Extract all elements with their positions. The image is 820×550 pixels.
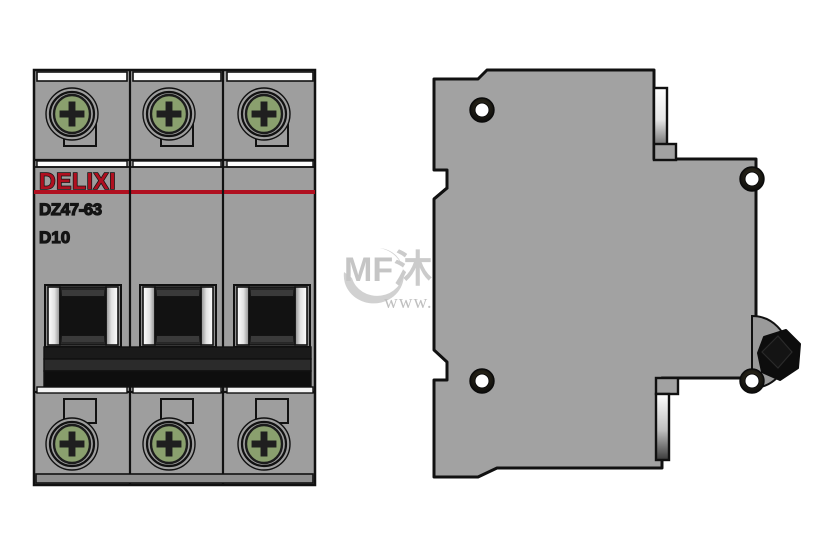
phillips-cross-icon — [58, 430, 86, 458]
watermark-logo-text: MF — [344, 251, 393, 289]
toggle-crossbar — [43, 346, 312, 388]
top-white-strips — [36, 71, 314, 82]
din-rail-notch — [433, 170, 449, 201]
brand-band — [36, 168, 313, 191]
mounting-hole-bottom-left — [469, 368, 495, 394]
mounting-hole-top-left — [469, 97, 495, 123]
phillips-cross-icon — [155, 430, 183, 458]
terminal-screw-bottom-1 — [45, 398, 99, 471]
front-bottom-strip — [35, 473, 314, 484]
terminal-screw-bottom-3 — [237, 398, 291, 471]
mounting-hole-top-right — [739, 166, 765, 192]
brand-label: DELIXI — [39, 168, 116, 194]
toggle-switch-2[interactable] — [139, 284, 217, 348]
mounting-holes — [469, 97, 765, 394]
terminal-screw-bottom-2 — [142, 398, 196, 471]
terminal-tab-top — [652, 86, 678, 162]
phillips-cross-icon — [250, 430, 278, 458]
terminal-tab-bottom — [654, 376, 680, 462]
toggle-switch-3[interactable] — [233, 284, 311, 348]
rating-label: D10 — [39, 228, 70, 247]
terminal-screw-top-1 — [45, 87, 99, 147]
watermark-swoosh-icon — [343, 248, 404, 304]
operating-lever[interactable] — [757, 329, 801, 381]
pole-dividers — [128, 70, 225, 485]
model-label: DZ47-63 — [39, 200, 102, 219]
top-terminals — [45, 87, 291, 147]
bottom-terminals — [45, 398, 291, 471]
terminal-screw-top-2 — [142, 87, 196, 147]
side-view — [432, 68, 801, 479]
toggle-switches[interactable] — [44, 284, 311, 348]
side-profile-outline — [432, 68, 758, 479]
phillips-cross-icon — [58, 100, 86, 128]
mounting-hole-bottom-right — [739, 368, 765, 394]
phillips-cross-icon — [155, 100, 183, 128]
terminal-screw-top-3 — [237, 87, 291, 147]
phillips-cross-icon — [250, 100, 278, 128]
lower-white-strips — [36, 386, 314, 394]
front-view: DELIXI DZ47-63 D10 — [32, 68, 317, 487]
toggle-switch-1[interactable] — [44, 284, 122, 348]
